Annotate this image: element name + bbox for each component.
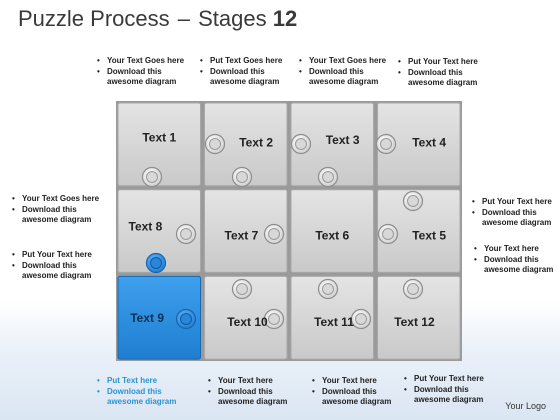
puzzle-knob: [175, 308, 197, 330]
piece-label-10: Text 10: [227, 315, 268, 329]
note-top-2: Put Text Goes here Download this awesome…: [210, 56, 282, 88]
puzzle-piece-11: [290, 275, 374, 360]
piece-label-6: Text 7: [225, 228, 259, 242]
logo-text: Your Logo: [505, 401, 546, 411]
puzzle-piece-10: [204, 275, 288, 360]
note-line: Put Your Text here: [414, 374, 484, 385]
puzzle-piece-6: [204, 189, 288, 273]
puzzle-piece-12: [377, 275, 461, 360]
note-line: Put Text Goes here: [210, 56, 282, 67]
note-right-2: Your Text here Download this awesome dia…: [484, 244, 553, 276]
piece-label-3: Text 3: [326, 133, 360, 147]
piece-label-7: Text 6: [315, 228, 349, 242]
note-line: awesome diagram: [484, 265, 554, 274]
puzzle-knob: [263, 223, 285, 245]
puzzle-knob: [317, 278, 339, 300]
note-bottom-1: Put Text here Download this awesome diag…: [107, 376, 176, 408]
note-line: Download this: [218, 387, 287, 398]
note-line: Your Text here: [218, 376, 287, 387]
note-line: awesome diagram: [107, 77, 177, 86]
note-right-1: Put Your Text here Download this awesome…: [482, 197, 552, 229]
puzzle-knob: [377, 223, 399, 245]
puzzle-knob: [350, 308, 372, 330]
title-stages: Stages: [198, 6, 267, 31]
puzzle-knob: [290, 133, 312, 155]
note-line: awesome diagram: [482, 218, 552, 227]
note-bottom-3: Your Text here Download this awesome dia…: [322, 376, 391, 408]
note-line: Your Text here: [484, 244, 553, 255]
puzzle-piece-1: [117, 102, 201, 187]
title-dash: –: [177, 6, 190, 31]
puzzle-piece-7: [290, 189, 374, 273]
puzzle-knob: [317, 166, 339, 188]
note-line: awesome diagram: [107, 397, 177, 406]
piece-label-9: Text 9: [130, 311, 164, 325]
note-line: Download this: [22, 205, 99, 216]
puzzle-piece-8: [377, 189, 461, 273]
piece-label-5: Text 8: [129, 220, 163, 234]
puzzle-knob: [375, 133, 397, 155]
puzzle-knob: [402, 190, 424, 212]
note-bottom-4: Put Your Text here Download this awesome…: [414, 374, 484, 406]
note-line: Your Text Goes here: [107, 56, 184, 67]
note-line: Download this: [107, 67, 184, 78]
note-line: Download this: [408, 68, 478, 79]
note-line: awesome diagram: [309, 77, 379, 86]
note-left-1: Your Text Goes here Download this awesom…: [22, 194, 99, 226]
note-line: Download this: [414, 385, 484, 396]
puzzle-knob: [141, 166, 163, 188]
puzzle-knob: [402, 278, 424, 300]
note-line: awesome diagram: [218, 397, 288, 406]
note-top-3: Your Text Goes here Download this awesom…: [309, 56, 386, 88]
piece-label-2: Text 2: [239, 136, 273, 150]
note-left-2: Put Your Text here Download this awesome…: [22, 250, 92, 282]
puzzle-knob: [231, 166, 253, 188]
puzzle-knob: [175, 223, 197, 245]
piece-label-11: Text 11: [314, 315, 354, 329]
note-line: awesome diagram: [22, 215, 92, 224]
note-line: Your Text Goes here: [22, 194, 99, 205]
note-line: Put Your Text here: [482, 197, 552, 208]
piece-label-1: Text 1: [142, 130, 176, 144]
note-line: Download this: [482, 208, 552, 219]
note-line: Put Your Text here: [22, 250, 92, 261]
note-line: awesome diagram: [22, 271, 92, 280]
title-main: Puzzle Process: [18, 6, 170, 31]
note-line: awesome diagram: [408, 78, 478, 87]
puzzle-knob: [204, 133, 226, 155]
note-line: awesome diagram: [322, 397, 392, 406]
note-line: Download this: [484, 255, 553, 266]
piece-label-4: Text 4: [412, 136, 446, 150]
puzzle-knob: [145, 252, 167, 274]
note-top-1: Your Text Goes here Download this awesom…: [107, 56, 184, 88]
note-line: Put Your Text here: [408, 57, 478, 68]
note-line: Your Text Goes here: [309, 56, 386, 67]
note-line: awesome diagram: [414, 395, 484, 404]
note-line: Download this: [210, 67, 282, 78]
note-line: Download this: [107, 387, 176, 398]
note-top-4: Put Your Text here Download this awesome…: [408, 57, 478, 89]
piece-label-8: Text 5: [412, 228, 446, 242]
puzzle-knob: [263, 308, 285, 330]
puzzle-piece-9: [117, 275, 201, 360]
title-number: 12: [272, 6, 298, 31]
note-line: Download this: [322, 387, 391, 398]
piece-label-12: Text 12: [394, 315, 435, 329]
note-line: Your Text here: [322, 376, 391, 387]
note-bottom-2: Your Text here Download this awesome dia…: [218, 376, 287, 408]
puzzle-knob: [231, 278, 253, 300]
note-line: awesome diagram: [210, 77, 280, 86]
note-line: Download this: [22, 261, 92, 272]
puzzle-board: Text 1 Text 2 Text 3 Text 4 Text 8 Text 7 Text…: [116, 101, 462, 361]
note-line: Put Text here: [107, 376, 176, 387]
note-line: Download this: [309, 67, 386, 78]
page-title: Puzzle Process – Stages 12: [18, 6, 297, 32]
